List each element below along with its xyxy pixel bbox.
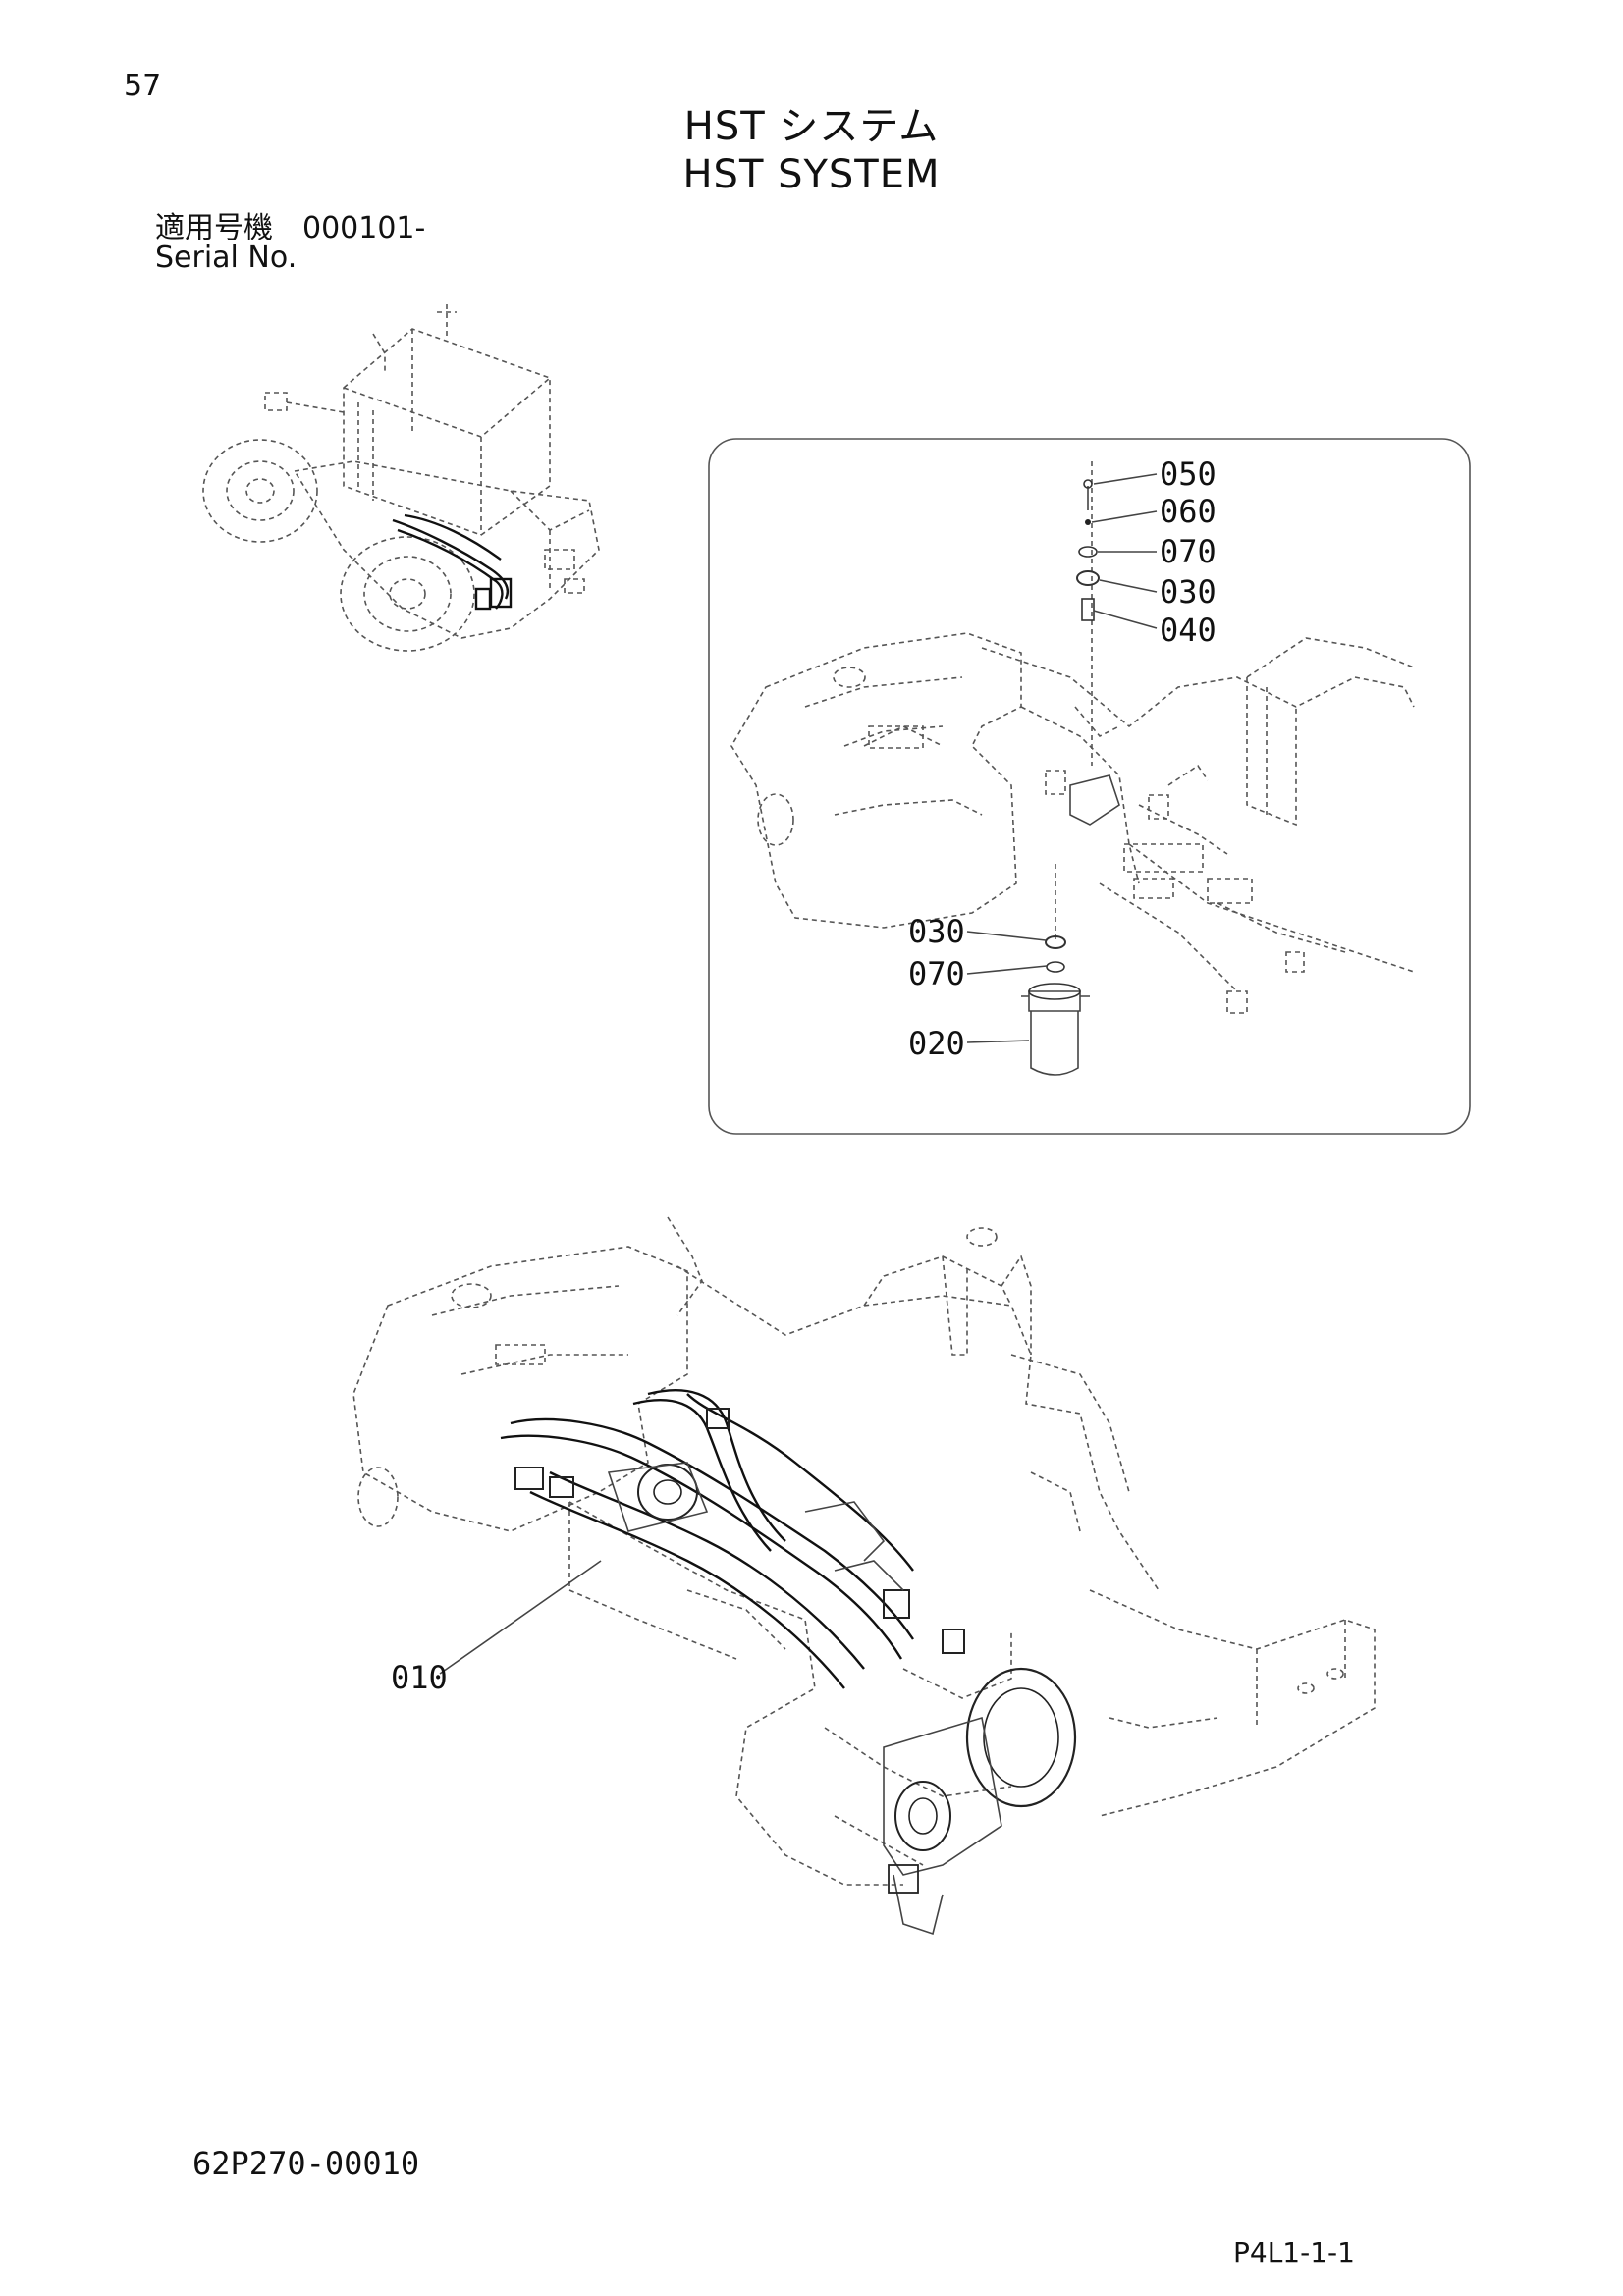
callout-010: 010 xyxy=(391,1659,448,1696)
callout-030-top: 030 xyxy=(1160,573,1217,611)
callout-070-bottom: 070 xyxy=(908,955,965,992)
machine-overview-drawing xyxy=(202,304,600,652)
hst-assembly-drawing xyxy=(352,1216,1376,1936)
callout-020: 020 xyxy=(908,1025,965,1062)
leader-line-010 xyxy=(439,1560,602,1675)
detail-inset-frame xyxy=(708,438,1471,1135)
callout-060: 060 xyxy=(1160,493,1217,530)
page-title-english: HST SYSTEM xyxy=(682,152,941,197)
serial-label-japanese: 適用号機 000101- xyxy=(155,211,426,245)
page-title-japanese: HST システム xyxy=(683,104,940,149)
callout-070-top: 070 xyxy=(1160,533,1217,570)
callout-030-bottom: 030 xyxy=(908,913,965,950)
filter-bracket-detail-drawing xyxy=(730,461,1415,1076)
page-number: 57 xyxy=(124,69,162,103)
drawing-code: 62P270-00010 xyxy=(192,2145,420,2182)
inset-leader-lines xyxy=(966,473,1158,1043)
page-reference: P4L1-1-1 xyxy=(1233,2236,1355,2269)
callout-050: 050 xyxy=(1160,455,1217,493)
callout-040: 040 xyxy=(1160,612,1217,649)
serial-label-english: Serial No. xyxy=(155,240,298,275)
